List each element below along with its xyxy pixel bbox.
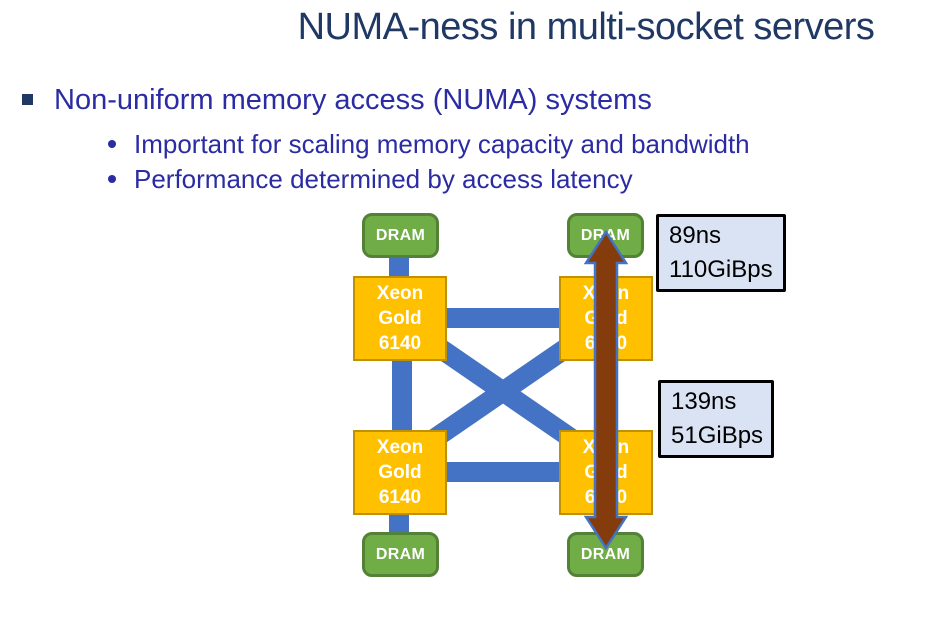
page-title: NUMA-ness in multi-socket servers xyxy=(297,6,875,48)
callout-local-access: 89ns 110GiBps xyxy=(656,214,786,292)
dram-node-top-left: DRAM xyxy=(362,213,439,258)
cpu-label-line: Gold xyxy=(378,308,422,329)
cpu-node-top-left: Xeon Gold 6140 xyxy=(353,276,447,361)
cpu-label-line: Xeon xyxy=(582,283,630,304)
cpu-label-line: Gold xyxy=(378,462,422,483)
cpu-label-line: 6140 xyxy=(584,333,628,354)
cpu-label-line: Xeon xyxy=(376,437,424,458)
dram-label: DRAM xyxy=(375,226,426,244)
cpu-label-line: Xeon xyxy=(376,283,424,304)
dram-node-bottom-right: DRAM xyxy=(567,532,644,577)
cpu-label-line: Xeon xyxy=(582,437,630,458)
remote-latency-value: 139ns xyxy=(671,388,737,415)
callout-remote-access: 139ns 51GiBps xyxy=(658,380,774,458)
dram-label: DRAM xyxy=(375,545,426,563)
square-bullet-icon xyxy=(22,94,33,105)
sub-bullet-2-text: Performance determined by access latency xyxy=(134,164,633,194)
dram-label: DRAM xyxy=(580,226,631,244)
dram-label: DRAM xyxy=(580,545,631,563)
bullet-item-1: Non-uniform memory access (NUMA) systems xyxy=(22,84,652,117)
cpu-node-top-right: Xeon Gold 6140 xyxy=(559,276,653,361)
dot-bullet-icon xyxy=(108,140,116,148)
upi-link-diagonal-tl-br xyxy=(425,333,581,450)
local-bandwidth-value: 110GiBps xyxy=(669,256,773,283)
cpu-label-line: 6140 xyxy=(584,487,628,508)
cpu-label-line: 6140 xyxy=(378,487,422,508)
dram-node-top-right: DRAM xyxy=(567,213,644,258)
remote-bandwidth-value: 51GiBps xyxy=(671,422,764,449)
cpu-node-bottom-right: Xeon Gold 6140 xyxy=(559,430,653,515)
cpu-node-bottom-left: Xeon Gold 6140 xyxy=(353,430,447,515)
sub-bullet-item-2: Performance determined by access latency xyxy=(108,164,633,195)
dram-node-bottom-left: DRAM xyxy=(362,532,439,577)
bullet-1-text: Non-uniform memory access (NUMA) systems xyxy=(54,84,652,116)
sub-bullet-item-1: Important for scaling memory capacity an… xyxy=(108,129,750,160)
cpu-label-line: Gold xyxy=(584,462,628,483)
local-latency-value: 89ns xyxy=(669,222,722,249)
sub-bullet-1-text: Important for scaling memory capacity an… xyxy=(134,129,750,159)
upi-link-diagonal-tr-bl xyxy=(425,333,581,450)
dot-bullet-icon xyxy=(108,175,116,183)
cpu-label-line: Gold xyxy=(584,308,628,329)
cpu-label-line: 6140 xyxy=(378,333,422,354)
